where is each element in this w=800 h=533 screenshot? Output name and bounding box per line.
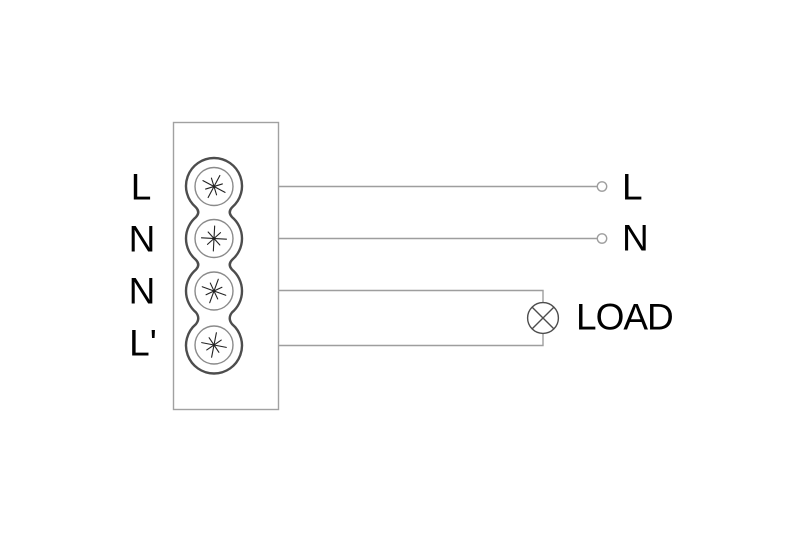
wire-load-upper [278, 289, 544, 303]
output-label-l: L [622, 166, 643, 208]
screw-terminal-l-prime [194, 325, 234, 365]
output-label-n: N [622, 217, 649, 259]
terminal-label-n: N [128, 218, 156, 260]
screw-terminal-l [194, 166, 234, 207]
screw-head-icon [201, 332, 227, 358]
wire-load-lower [278, 333, 544, 347]
load-label: LOAD [576, 296, 674, 338]
terminal-label-n2: N [128, 270, 156, 312]
terminal-label-l-prime: L' [129, 322, 157, 364]
screw-terminal-n [194, 218, 234, 259]
live-endpoint-dot [596, 181, 608, 192]
terminal-strip-outline [184, 156, 244, 375]
terminal-label-l: L [130, 166, 152, 208]
neutral-endpoint-dot [596, 233, 608, 244]
screw-head-icon [201, 278, 227, 304]
lamp-icon [526, 301, 560, 335]
screw-head-icon [202, 174, 226, 199]
screw-head-icon [200, 225, 228, 252]
screw-terminal-n-load [194, 271, 234, 311]
